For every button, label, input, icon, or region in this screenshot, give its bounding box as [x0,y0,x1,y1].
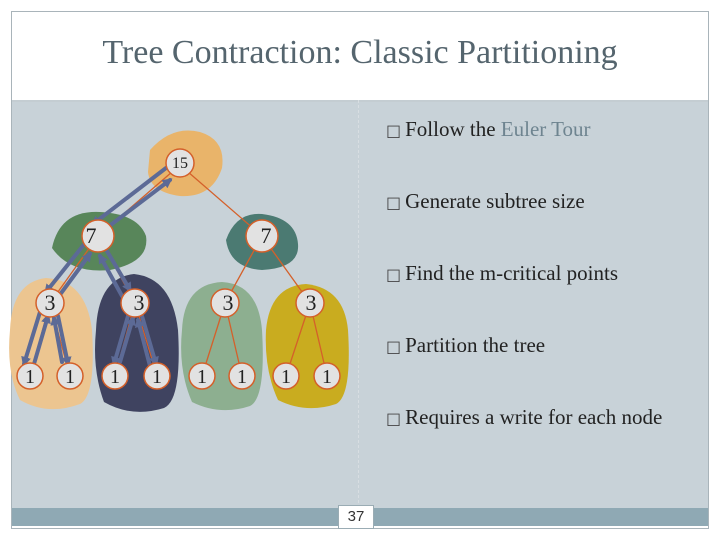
page-number: 37 [338,505,374,529]
bullet-item: □Generate subtree size [386,186,706,218]
leaf-node: 1 [101,362,129,390]
edge [179,164,263,237]
leaf-node-label: 1 [322,366,332,388]
leaf-node-label: 1 [65,366,75,388]
bullet-item: □Follow the Euler Tour [386,114,706,146]
root-node: 15 [165,148,195,178]
leaf-node: 1 [272,362,300,390]
euler-arrow [54,251,92,302]
leaf-node-label: 1 [237,366,247,388]
bullet-text: Generate subtree size [405,189,585,213]
bullet-item: □Find the m-critical points [386,258,706,290]
divider-line [358,100,359,508]
euler-arrow [118,315,136,364]
leaf-node-label: 1 [25,366,35,388]
bullet-text: Find the m-critical points [405,261,619,285]
bullet-marker-icon: □ [386,193,402,212]
bullet-highlight: Euler Tour [500,117,591,141]
level3-node: 3 [120,288,150,318]
leaf-node: 1 [56,362,84,390]
level3-node-label: 3 [134,290,145,315]
euler-arrow [21,310,42,367]
leaf-node-label: 1 [152,366,162,388]
leaf-node: 1 [16,362,44,390]
euler-arrow [98,253,124,298]
bullet-text: Partition the tree [405,333,546,357]
euler-arrow [50,315,64,364]
leaf-node: 1 [228,362,256,390]
leaf-node: 1 [313,362,341,390]
root-node-label: 15 [172,155,188,172]
bullet-marker-icon: □ [386,265,402,284]
level3-node: 3 [295,288,325,318]
leaf-node-label: 1 [281,366,291,388]
slide-title: Tree Contraction: Classic Partitioning [102,34,618,71]
bullet-marker-icon: □ [386,121,402,140]
title-band [12,12,708,102]
bullet-text: Requires a write for each node [405,405,663,429]
euler-arrow [32,313,51,366]
euler-arrow [134,317,152,368]
level3-node-label: 3 [45,290,56,315]
bullet-marker-icon: □ [386,337,402,356]
bullet-marker-icon: □ [386,409,402,428]
euler-arrow [102,178,173,232]
level3-node: 3 [210,288,240,318]
leaf-node: 1 [143,362,171,390]
level2-node: 7 [245,219,279,253]
bullet-item: □Partition the tree [386,330,706,362]
leaf-node-label: 1 [197,366,207,388]
level3-node-label: 3 [223,290,234,315]
level2-node-label: 7 [261,223,272,248]
level3-node-label: 3 [306,290,317,315]
level3-node: 3 [35,288,65,318]
level2-node-label: 7 [86,223,97,248]
euler-tour-arrows [21,166,173,368]
leaf-node: 1 [188,362,216,390]
euler-arrow [90,166,168,226]
bullet-item: □Requires a write for each node [386,402,708,434]
euler-arrow [111,314,130,367]
level2-node: 7 [81,219,115,253]
bullet-text: Follow the [405,117,501,141]
euler-arrow [44,240,88,295]
euler-arrow [102,244,132,293]
leaf-node-label: 1 [110,366,120,388]
